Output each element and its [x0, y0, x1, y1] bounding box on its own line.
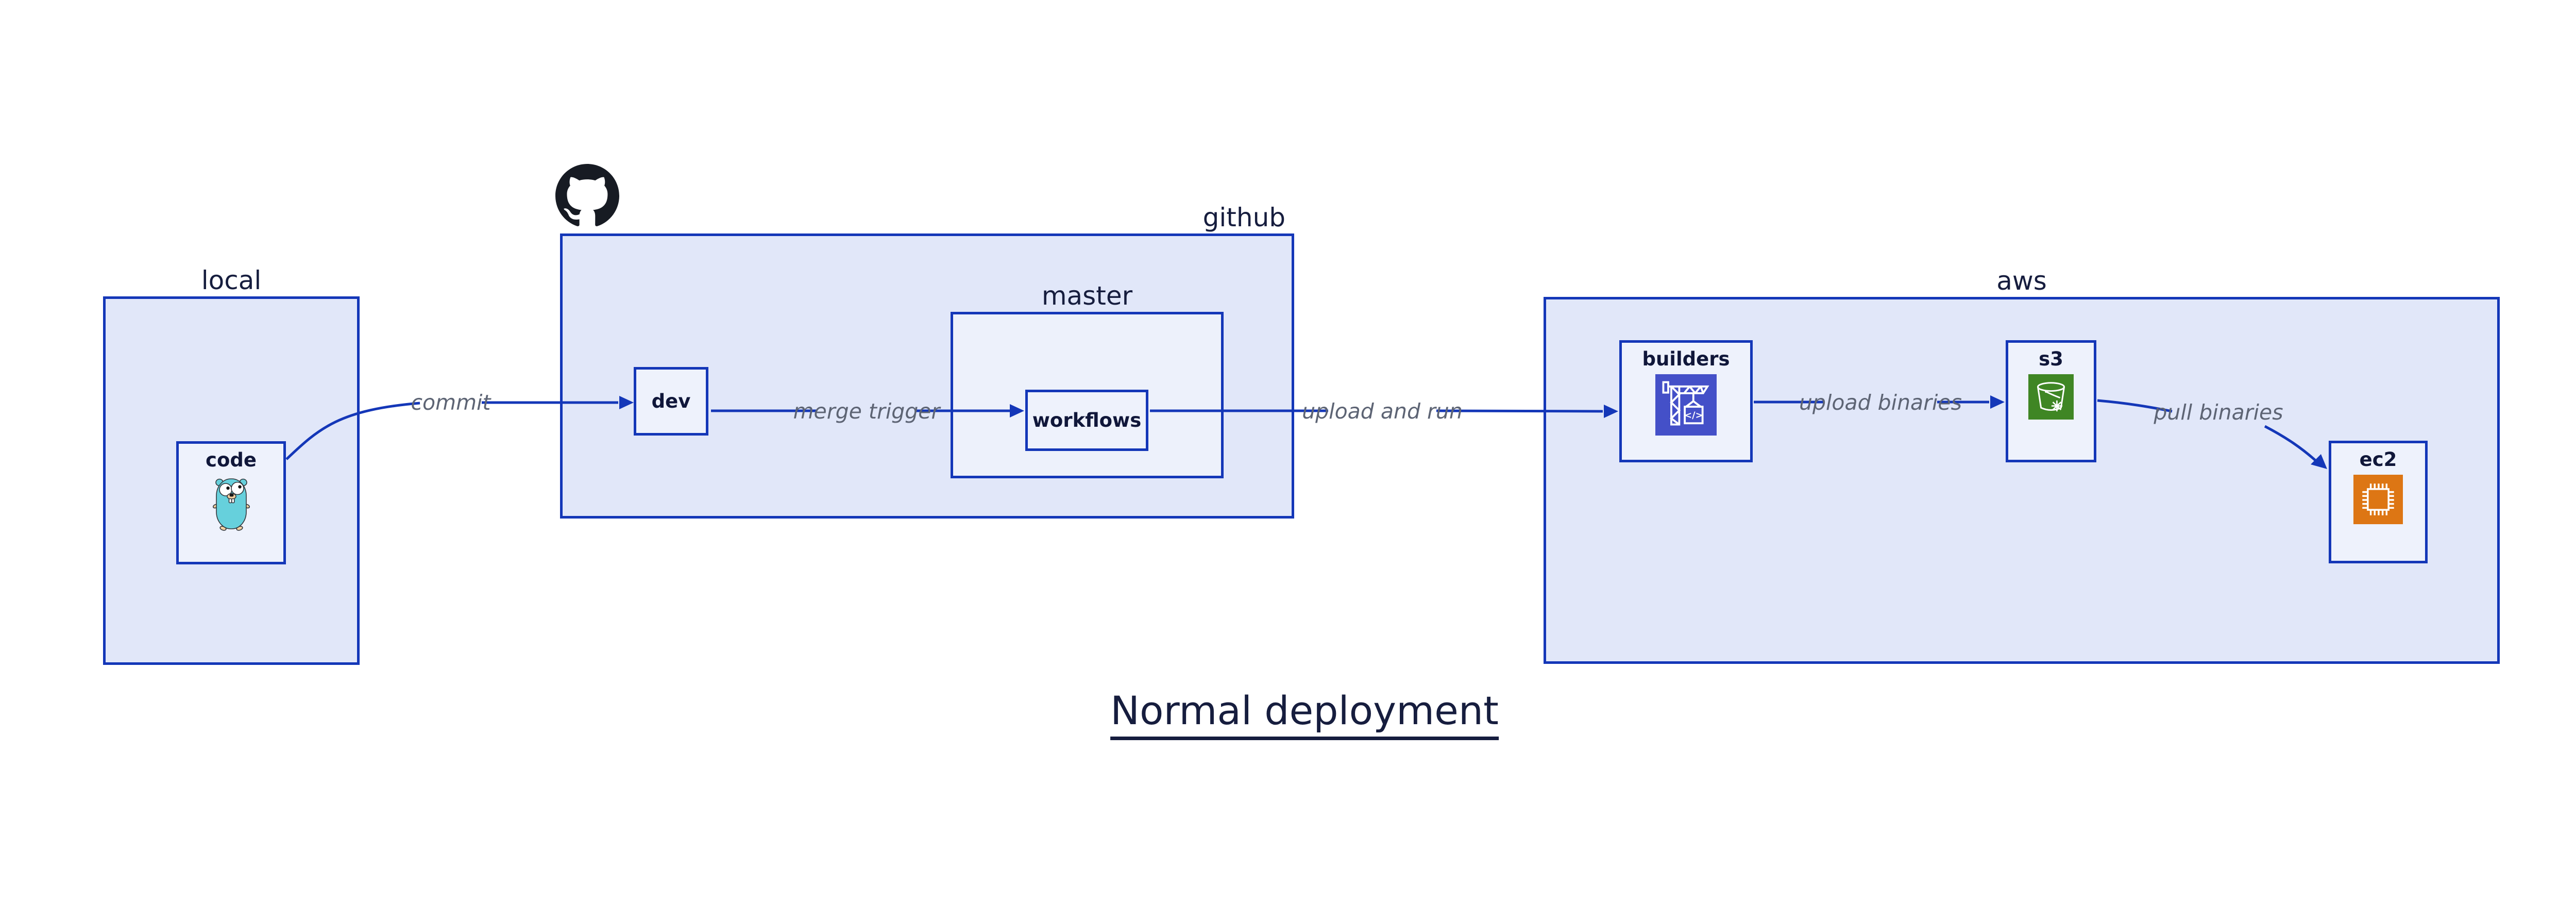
edge-label-merge-trigger: merge trigger — [793, 399, 940, 424]
svg-text:</>: </> — [1684, 410, 1703, 421]
edge-label-upload-binaries: upload binaries — [1799, 390, 1962, 415]
node-dev: dev — [634, 367, 708, 436]
diagram-title: Normal deployment — [1110, 688, 1499, 740]
aws-codebuild-icon: </> — [1655, 374, 1717, 436]
node-code: code — [176, 441, 286, 564]
container-aws-label: aws — [1996, 266, 2047, 296]
node-workflows-label: workflows — [1032, 409, 1142, 431]
edge-label-commit: commit — [411, 390, 491, 415]
node-s3: s3 — [2006, 340, 2096, 462]
github-logo-icon — [555, 164, 619, 230]
node-ec2-label: ec2 — [2359, 448, 2397, 471]
edge-label-pull-binaries: pull binaries — [2154, 400, 2283, 425]
container-master-label: master — [1041, 281, 1133, 311]
node-builders: builders </> — [1619, 340, 1753, 462]
node-s3-label: s3 — [2039, 348, 2063, 370]
aws-ec2-icon — [2353, 475, 2403, 524]
node-code-label: code — [206, 449, 257, 471]
node-ec2: ec2 — [2329, 441, 2428, 563]
node-dev-label: dev — [651, 390, 691, 412]
container-github-label: github — [1202, 203, 1285, 232]
aws-s3-glacier-icon — [2028, 374, 2074, 420]
container-local-label: local — [201, 265, 262, 295]
go-gopher-icon — [212, 478, 250, 531]
edge-label-upload-and-run: upload and run — [1302, 399, 1463, 424]
node-builders-label: builders — [1642, 348, 1730, 370]
node-workflows: workflows — [1025, 390, 1148, 451]
